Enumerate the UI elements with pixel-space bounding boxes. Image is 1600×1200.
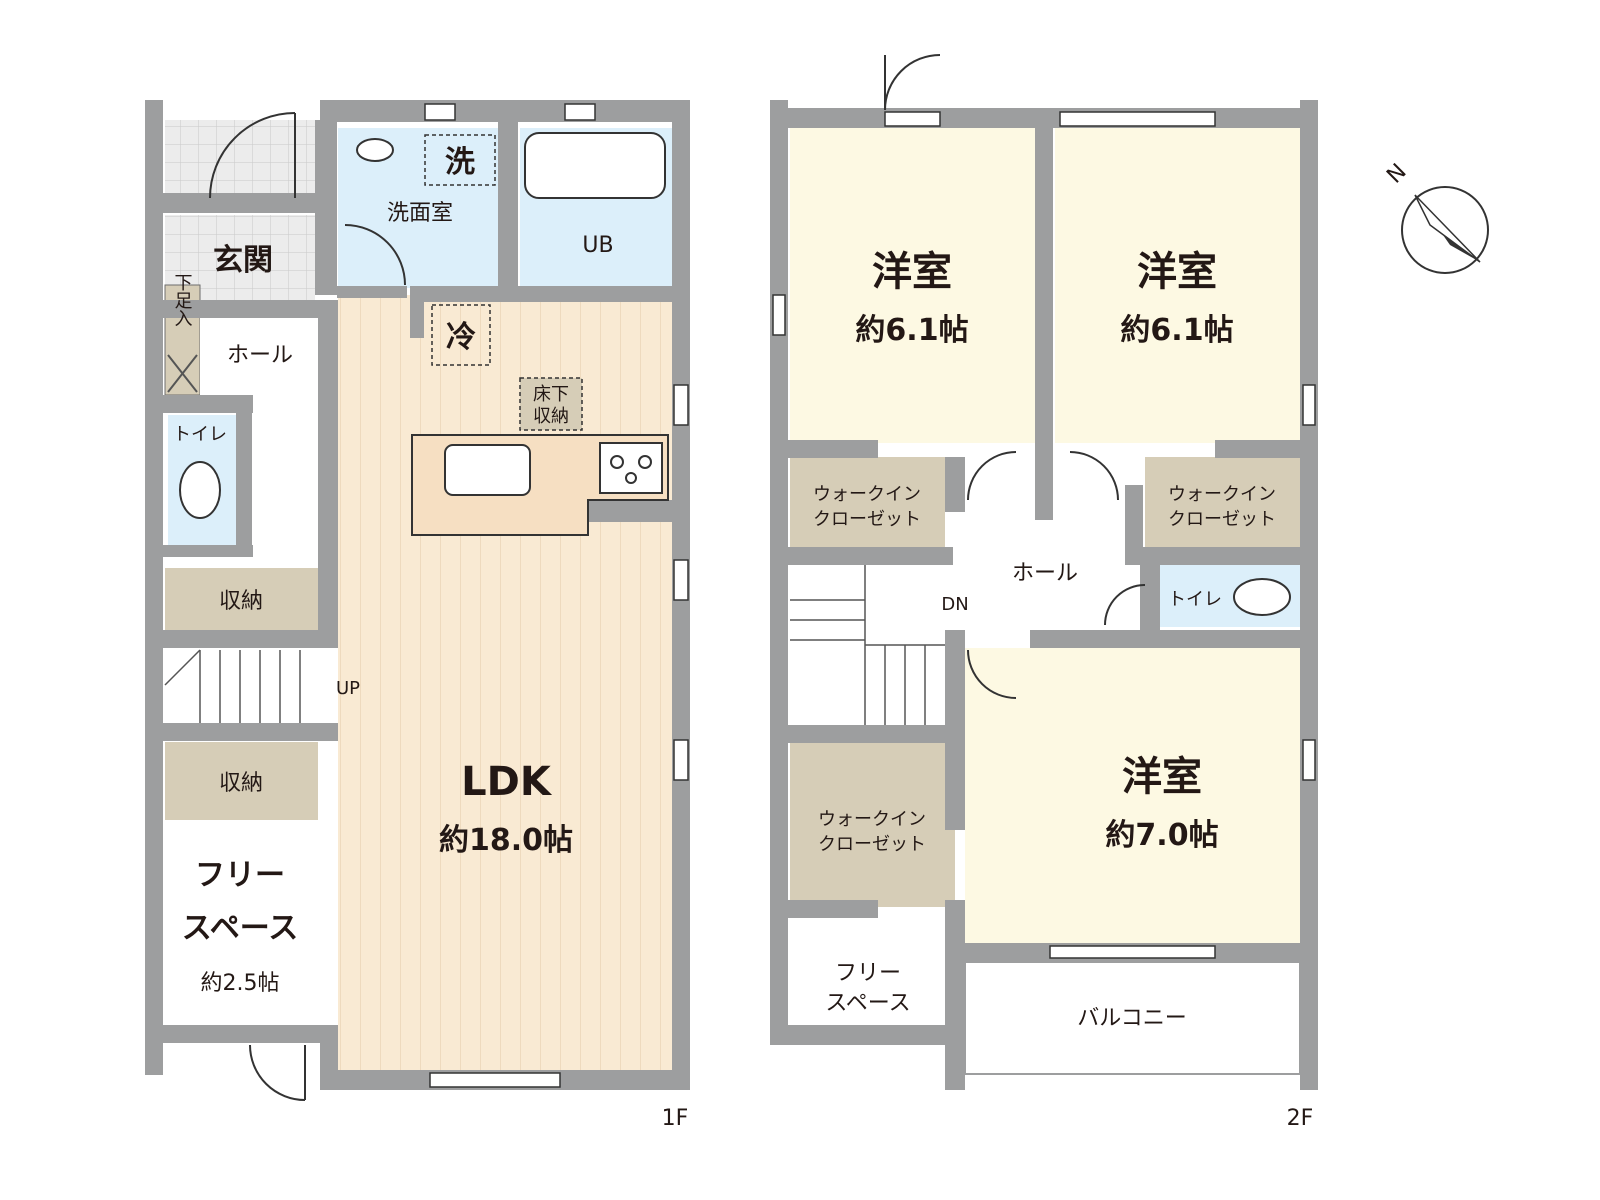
room-nw-floor <box>790 128 1035 443</box>
wic-2-label-1: ウォークイン <box>1168 484 1276 505</box>
toilet-2f-label: トイレ <box>1168 589 1222 610</box>
room-s-size: 約7.0帖 <box>1105 818 1218 853</box>
free-space-1f-label-2: スペース <box>182 911 298 946</box>
toilet-1f-label: トイレ <box>173 424 227 445</box>
hall-2f-label: ホール <box>1012 561 1078 586</box>
ldk-size: 約18.0帖 <box>439 823 573 858</box>
wic-3-floor <box>790 742 955 907</box>
floor-1f-label: 1F <box>662 1106 689 1131</box>
room-ne-label: 洋室 <box>1137 249 1217 295</box>
washroom-label: 洗面室 <box>387 201 453 226</box>
bathtub-icon <box>524 132 666 199</box>
floor-1f: 玄関 下足入 ホール トイレ 収納 UP 収納 フリー スペース 約2.5帖 洗… <box>145 100 690 1131</box>
underfloor-label-2: 収納 <box>533 406 569 427</box>
free-space-1f-label-1: フリー <box>195 858 285 893</box>
compass-north-label: N <box>1382 159 1411 188</box>
storage-1f-lower-label: 収納 <box>219 771 263 796</box>
toilet-1f-icon <box>179 461 221 519</box>
storage-1f-upper-label: 収納 <box>219 589 263 614</box>
hall-1f-label: ホール <box>227 343 293 368</box>
room-ne-floor <box>1055 128 1300 443</box>
wic-3-label-1: ウォークイン <box>818 809 926 830</box>
ldk-floor <box>338 295 675 1070</box>
stairs-2f-lines <box>790 565 945 725</box>
wic-1-label-1: ウォークイン <box>813 484 921 505</box>
wic-1-label-2: クローゼット <box>813 509 921 530</box>
toilet-2f-icon <box>1233 578 1291 616</box>
bath-label: UB <box>582 233 613 258</box>
storage-1f-lower <box>165 742 318 820</box>
underfloor-label-1: 床下 <box>533 384 569 405</box>
room-ne-size: 約6.1帖 <box>1120 313 1233 348</box>
free-space-2f-label-2: スペース <box>825 991 910 1016</box>
wic-2-label-2: クローゼット <box>1168 509 1276 530</box>
free-space-2f-floor <box>790 918 945 1023</box>
ldk-label: LDK <box>461 759 553 805</box>
room-nw-label: 洋室 <box>872 249 952 295</box>
room-nw-size: 約6.1帖 <box>855 313 968 348</box>
genkan-label: 玄関 <box>213 243 273 278</box>
compass-icon: N <box>1382 159 1489 274</box>
wic-1-floor <box>790 457 945 547</box>
stairs-1f <box>165 648 328 723</box>
balcony-floor <box>964 961 1301 1075</box>
stairs-1f-lines <box>164 649 301 723</box>
free-space-1f-size: 約2.5帖 <box>201 971 280 996</box>
free-space-2f-label-1: フリー <box>835 961 901 986</box>
free-space-1f-floor <box>165 822 335 1027</box>
shoe-cabinet-cross <box>167 354 198 393</box>
shoe-cabinet-label: 下足入 <box>172 273 193 327</box>
floor-2f-label: 2F <box>1287 1106 1314 1131</box>
underfloor-storage <box>519 377 583 431</box>
fridge-label: 冷 <box>446 320 476 355</box>
kitchen-sink-icon <box>444 444 531 496</box>
fridge-area <box>431 304 491 366</box>
sink-icon <box>356 138 394 162</box>
stairs-down-label: DN <box>941 594 968 615</box>
balcony-label: バルコニー <box>1077 1006 1187 1031</box>
wic-3-label-2: クローゼット <box>818 834 926 855</box>
floor-2f: 洋室 約6.1帖 洋室 約6.1帖 ウォークイン クローゼット ウォークイン ク… <box>770 54 1318 1131</box>
stairs-up-label: UP <box>336 678 360 699</box>
storage-1f-upper <box>165 568 318 630</box>
stove-icon <box>599 442 663 494</box>
washer-label: 洗 <box>445 145 475 180</box>
walls-2f <box>770 100 1318 1090</box>
walls-1f <box>145 100 690 1090</box>
room-s-floor <box>965 648 1300 943</box>
washer-area <box>424 134 496 186</box>
wic-2-floor <box>1145 457 1300 547</box>
room-s-label: 洋室 <box>1122 754 1202 800</box>
